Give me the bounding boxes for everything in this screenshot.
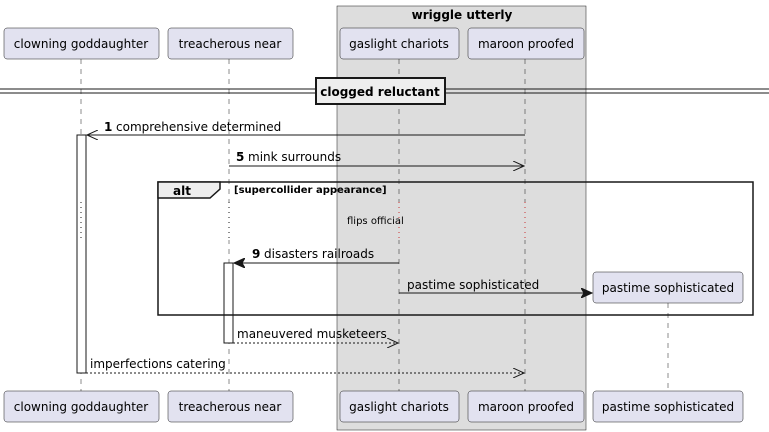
participant-label: pastime sophisticated <box>602 281 734 295</box>
message-label: pastime sophisticated <box>407 278 539 292</box>
message-number: 5 <box>236 150 244 164</box>
box-title: wriggle utterly <box>412 8 513 22</box>
participant-pastime-sophisticated-created[interactable]: pastime sophisticated <box>592 271 744 304</box>
box-wriggle-utterly: wriggle utterly <box>336 5 587 431</box>
message-9: 9 disasters railroads <box>234 247 399 263</box>
message-number: 9 <box>252 247 260 261</box>
participant-label: clowning goddaughter <box>14 37 149 51</box>
divider-label: clogged reluctant <box>320 85 440 99</box>
message-label: mink surrounds <box>248 150 341 164</box>
participant-maroon-proofed-top[interactable]: maroon proofed <box>467 27 585 60</box>
alt-fragment: alt [supercollider appearance] <box>157 181 754 316</box>
message-1: 1 comprehensive determined <box>87 120 525 135</box>
delay-gap: flips official <box>79 202 527 240</box>
delay-note: flips official <box>347 216 404 227</box>
message-return-maneuvered: maneuvered musketeers <box>233 327 398 343</box>
message-label: maneuvered musketeers <box>237 327 387 341</box>
message-create-pastime: pastime sophisticated <box>399 278 592 293</box>
participant-label: clowning goddaughter <box>14 400 149 414</box>
activation-clowning-goddaughter <box>76 134 87 374</box>
participant-clowning-goddaughter-top[interactable]: clowning goddaughter <box>3 27 160 60</box>
participant-pastime-sophisticated-bottom[interactable]: pastime sophisticated <box>592 390 744 423</box>
participant-gaslight-chariots-bottom[interactable]: gaslight chariots <box>339 390 460 423</box>
alt-keyword: alt <box>173 184 191 198</box>
participant-label: pastime sophisticated <box>602 400 734 414</box>
message-label: imperfections catering <box>90 357 226 371</box>
participant-label: treacherous near <box>179 400 282 414</box>
participant-label: gaslight chariots <box>349 37 449 51</box>
alt-condition: [supercollider appearance] <box>234 185 387 196</box>
participant-treacherous-near-top[interactable]: treacherous near <box>167 27 294 60</box>
divider-clogged-reluctant: clogged reluctant <box>0 77 769 105</box>
message-label: disasters railroads <box>264 247 374 261</box>
participant-label: gaslight chariots <box>349 400 449 414</box>
message-return-imperfections: imperfections catering <box>86 357 524 373</box>
participant-label: maroon proofed <box>478 37 574 51</box>
activation-treacherous-near <box>223 262 234 344</box>
participant-clowning-goddaughter-bottom[interactable]: clowning goddaughter <box>3 390 160 423</box>
message-5: 5 mink surrounds <box>229 150 524 166</box>
participant-maroon-proofed-bottom[interactable]: maroon proofed <box>467 390 585 423</box>
participant-label: treacherous near <box>179 37 282 51</box>
message-number: 1 <box>104 120 112 134</box>
participant-gaslight-chariots-top[interactable]: gaslight chariots <box>339 27 460 60</box>
participant-label: maroon proofed <box>478 400 574 414</box>
participant-treacherous-near-bottom[interactable]: treacherous near <box>167 390 294 423</box>
message-label: comprehensive determined <box>116 120 281 134</box>
